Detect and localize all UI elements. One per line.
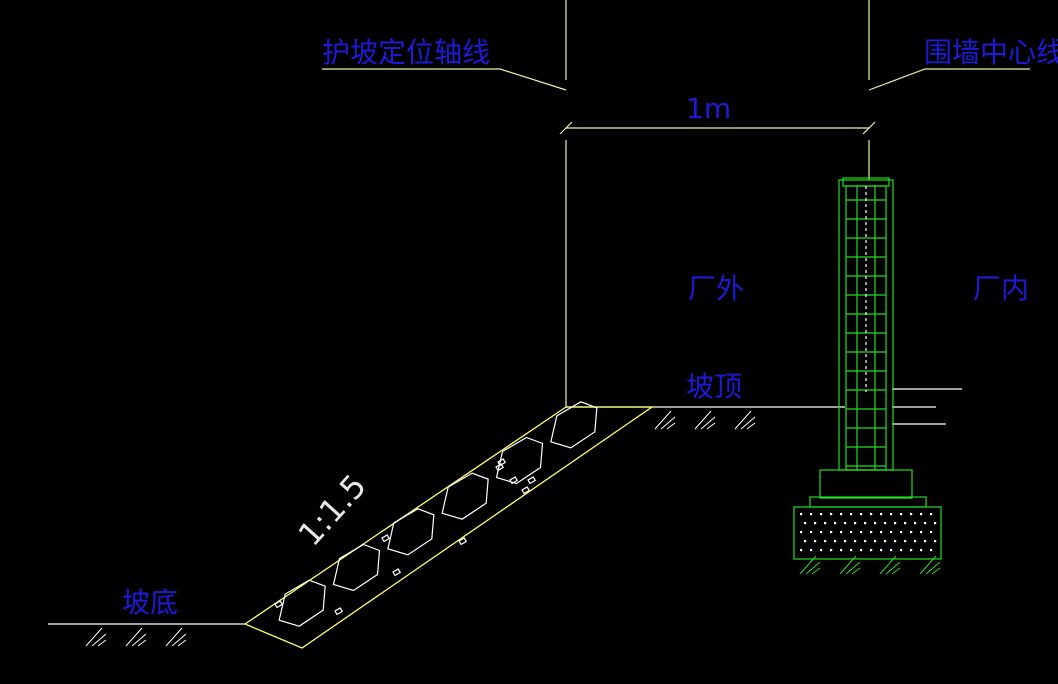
- slope-top-label: 坡顶: [686, 370, 742, 403]
- wall-centerline-label: 围墙中心线: [924, 36, 1058, 69]
- footing-gravel: [800, 513, 937, 552]
- slope-axis-leader: [322, 68, 567, 91]
- slope-axis-label: 护坡定位轴线: [322, 36, 490, 69]
- dimension-line: [559, 121, 876, 135]
- bottom-ground-hatch: [85, 627, 187, 647]
- outside-label: 厂外: [688, 272, 744, 305]
- inside-label: 厂内: [973, 272, 1029, 305]
- slope-stones: [274, 401, 598, 627]
- inside-ground-lines: [892, 388, 962, 425]
- footing-hatch: [799, 555, 941, 575]
- wall-center-leader: [868, 68, 1030, 91]
- top-ground-hatch: [654, 410, 756, 430]
- wall-footing: [793, 469, 942, 560]
- wall-column: [838, 177, 894, 471]
- dimension-label: 1m: [686, 92, 731, 125]
- slope-bottom-label: 坡底: [122, 586, 178, 619]
- slope-ratio-label: 1:1.5: [291, 467, 374, 553]
